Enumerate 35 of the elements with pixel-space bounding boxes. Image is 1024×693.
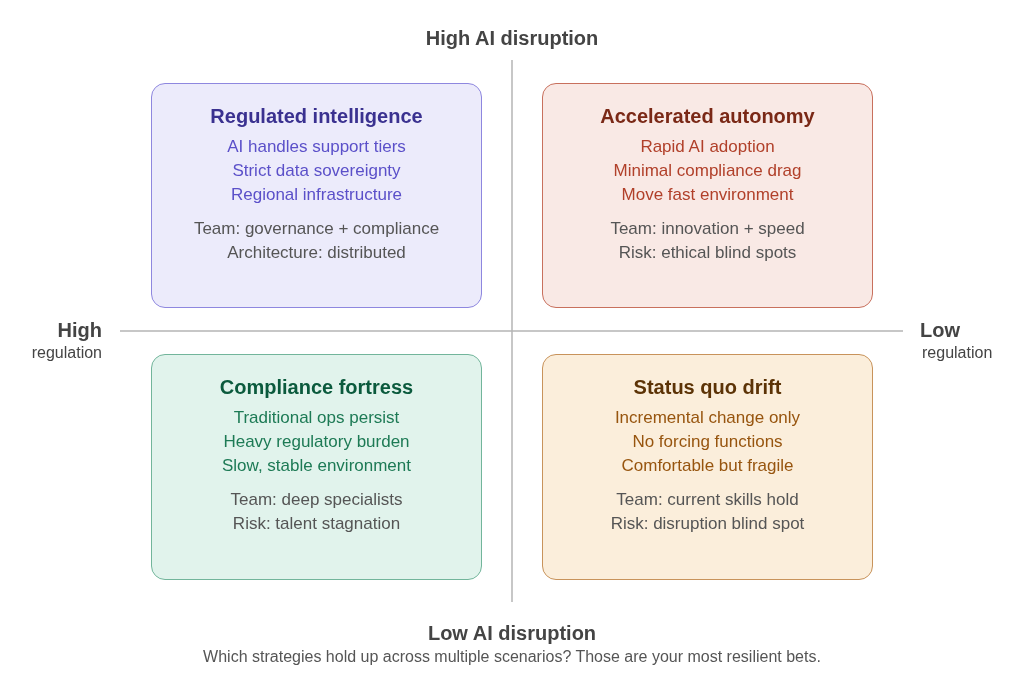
trait-text: Comfortable but fragile [621, 455, 794, 477]
quadrant-box [151, 83, 482, 308]
quadrant-title: Compliance fortress [219, 375, 414, 400]
note-text: Architecture: distributed [227, 242, 406, 264]
trait-text: Rapid AI adoption [640, 136, 775, 158]
trait-text: Incremental change only [614, 407, 801, 429]
quadrant-title: Accelerated autonomy [600, 104, 815, 129]
trait-text: Strict data sovereignty [232, 160, 401, 182]
quadrant-title: Status quo drift [633, 375, 782, 400]
trait-text: Traditional ops persist [233, 407, 400, 429]
quadrant-box [151, 354, 482, 580]
note-text: Risk: talent stagnation [232, 513, 401, 535]
axis-label: Low AI disruption [427, 621, 597, 645]
axis-label: High [57, 318, 102, 342]
note-text: Team: current skills hold [616, 489, 799, 511]
trait-text: Regional infrastructure [231, 184, 402, 206]
caption: Which strategies hold up across multiple scenarios? Those are your most resilient bets. [203, 647, 821, 666]
trait-text: AI handles support tiers [227, 136, 406, 158]
note-text: Team: deep specialists [230, 489, 403, 511]
trait-text: Slow, stable environment [222, 455, 411, 477]
note-text: Risk: ethical blind spots [618, 242, 797, 264]
note-text: Team: innovation + speed [610, 218, 805, 240]
trait-text: Heavy regulatory burden [223, 431, 410, 453]
axis-label: High AI disruption [425, 26, 599, 50]
quadrant-box [542, 83, 873, 308]
note-text: Risk: disruption blind spot [610, 513, 805, 535]
trait-text: No forcing functions [632, 431, 783, 453]
quadrant-box [542, 354, 873, 580]
axis-label: Low [920, 318, 960, 342]
axis-label: regulation [31, 343, 102, 362]
axis-label: regulation [922, 343, 993, 362]
trait-text: Move fast environment [621, 184, 794, 206]
note-text: Team: governance + compliance [193, 218, 440, 240]
quadrant-title: Regulated intelligence [210, 104, 423, 129]
trait-text: Minimal compliance drag [613, 160, 802, 182]
